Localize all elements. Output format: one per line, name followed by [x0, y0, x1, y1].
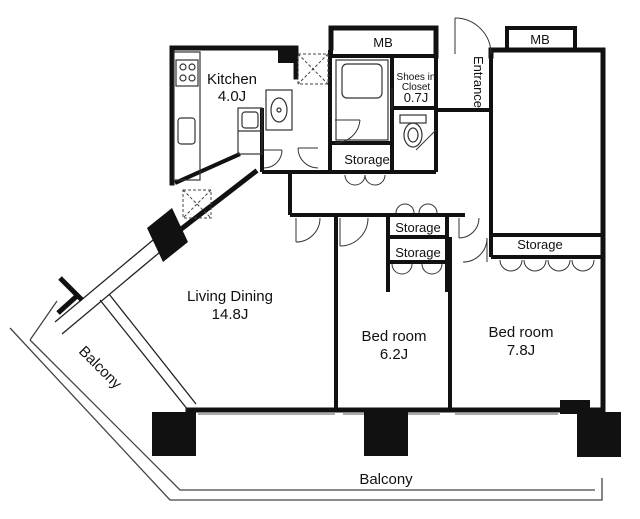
mb-box-right: [505, 26, 577, 52]
doors: [263, 17, 595, 275]
mb-box-top: [329, 26, 438, 58]
kitchen-label: Kitchen: [207, 71, 257, 88]
living-dining-size: 14.8J: [212, 306, 249, 323]
toilet-icon: [399, 114, 427, 148]
kitchen-size: 4.0J: [218, 88, 246, 105]
bedroom-2-size: 7.8J: [507, 342, 535, 359]
storage-hall-2-label: Storage: [395, 245, 441, 260]
bathtub-icon: [335, 59, 389, 141]
living-dining-label: Living Dining: [187, 288, 273, 305]
washbasin-icon: [265, 89, 293, 131]
shoes-closet-line1: Shoes in: [397, 72, 436, 83]
storage-bed2-label: Storage: [517, 237, 563, 252]
mb-right-label: MB: [530, 32, 550, 47]
diagonal-window: [54, 229, 197, 411]
kitchen-counter: [173, 51, 263, 181]
diagonal-wall-segment: [56, 293, 80, 315]
washer-space: [297, 53, 329, 85]
balcony-bottom-label: Balcony: [359, 471, 413, 488]
shoes-closet-line2: Closet: [402, 82, 431, 93]
storage-hall-1-label: Storage: [395, 220, 441, 235]
shoes-closet-size: 0.7J: [404, 90, 429, 105]
bedroom-2-label: Bed room: [488, 324, 553, 341]
structural-columns: [147, 48, 621, 457]
bedroom-1-size: 6.2J: [380, 346, 408, 363]
entrance-label: Entrance: [471, 56, 486, 108]
storage-bath-label: Storage: [344, 152, 390, 167]
balcony-side-label: Balcony: [75, 343, 125, 393]
balcony-outline: [9, 300, 603, 501]
bedroom-1-label: Bed room: [361, 328, 426, 345]
sink-icon: [177, 117, 196, 145]
fridge-space: [182, 189, 212, 219]
mb-top-label: MB: [373, 35, 393, 50]
stove-icon: [175, 59, 199, 87]
